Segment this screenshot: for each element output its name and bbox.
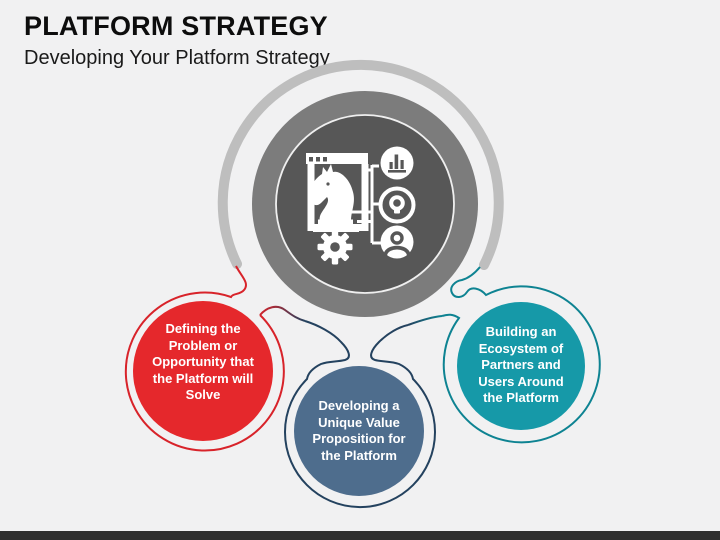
platform-strategy-knight-icon (306, 146, 416, 265)
lightbulb-badge-icon (378, 186, 416, 224)
connector-navy-teal (407, 315, 443, 326)
connector-red-loop (124, 265, 285, 452)
node-circle-teal (457, 302, 585, 430)
node-label-teal: Building an Ecosystem of Partners and Us… (478, 324, 564, 405)
gear-icon (317, 229, 353, 265)
node-label-red: Defining the Problem or Opportunity that… (152, 321, 254, 402)
chess-knight-icon (309, 164, 359, 232)
circuit-lines (349, 164, 381, 245)
outer-arc (217, 59, 504, 270)
user-badge-icon (380, 225, 414, 259)
connector-red-navy (259, 305, 306, 322)
bar-chart-badge-icon (380, 146, 414, 180)
connector-teal-loop (441, 266, 601, 444)
footer-bar (0, 531, 720, 540)
page-title: PLATFORM STRATEGY (24, 11, 328, 41)
node-circle-red (133, 301, 273, 441)
connector-navy-loop (284, 320, 436, 508)
node-circle-slate (294, 366, 424, 496)
node-label-slate: Developing a Unique Value Proposition fo… (312, 398, 406, 463)
slide-header: PLATFORM STRATEGY Developing Your Platfo… (24, 10, 330, 70)
page-subtitle: Developing Your Platform Strategy (24, 47, 330, 69)
